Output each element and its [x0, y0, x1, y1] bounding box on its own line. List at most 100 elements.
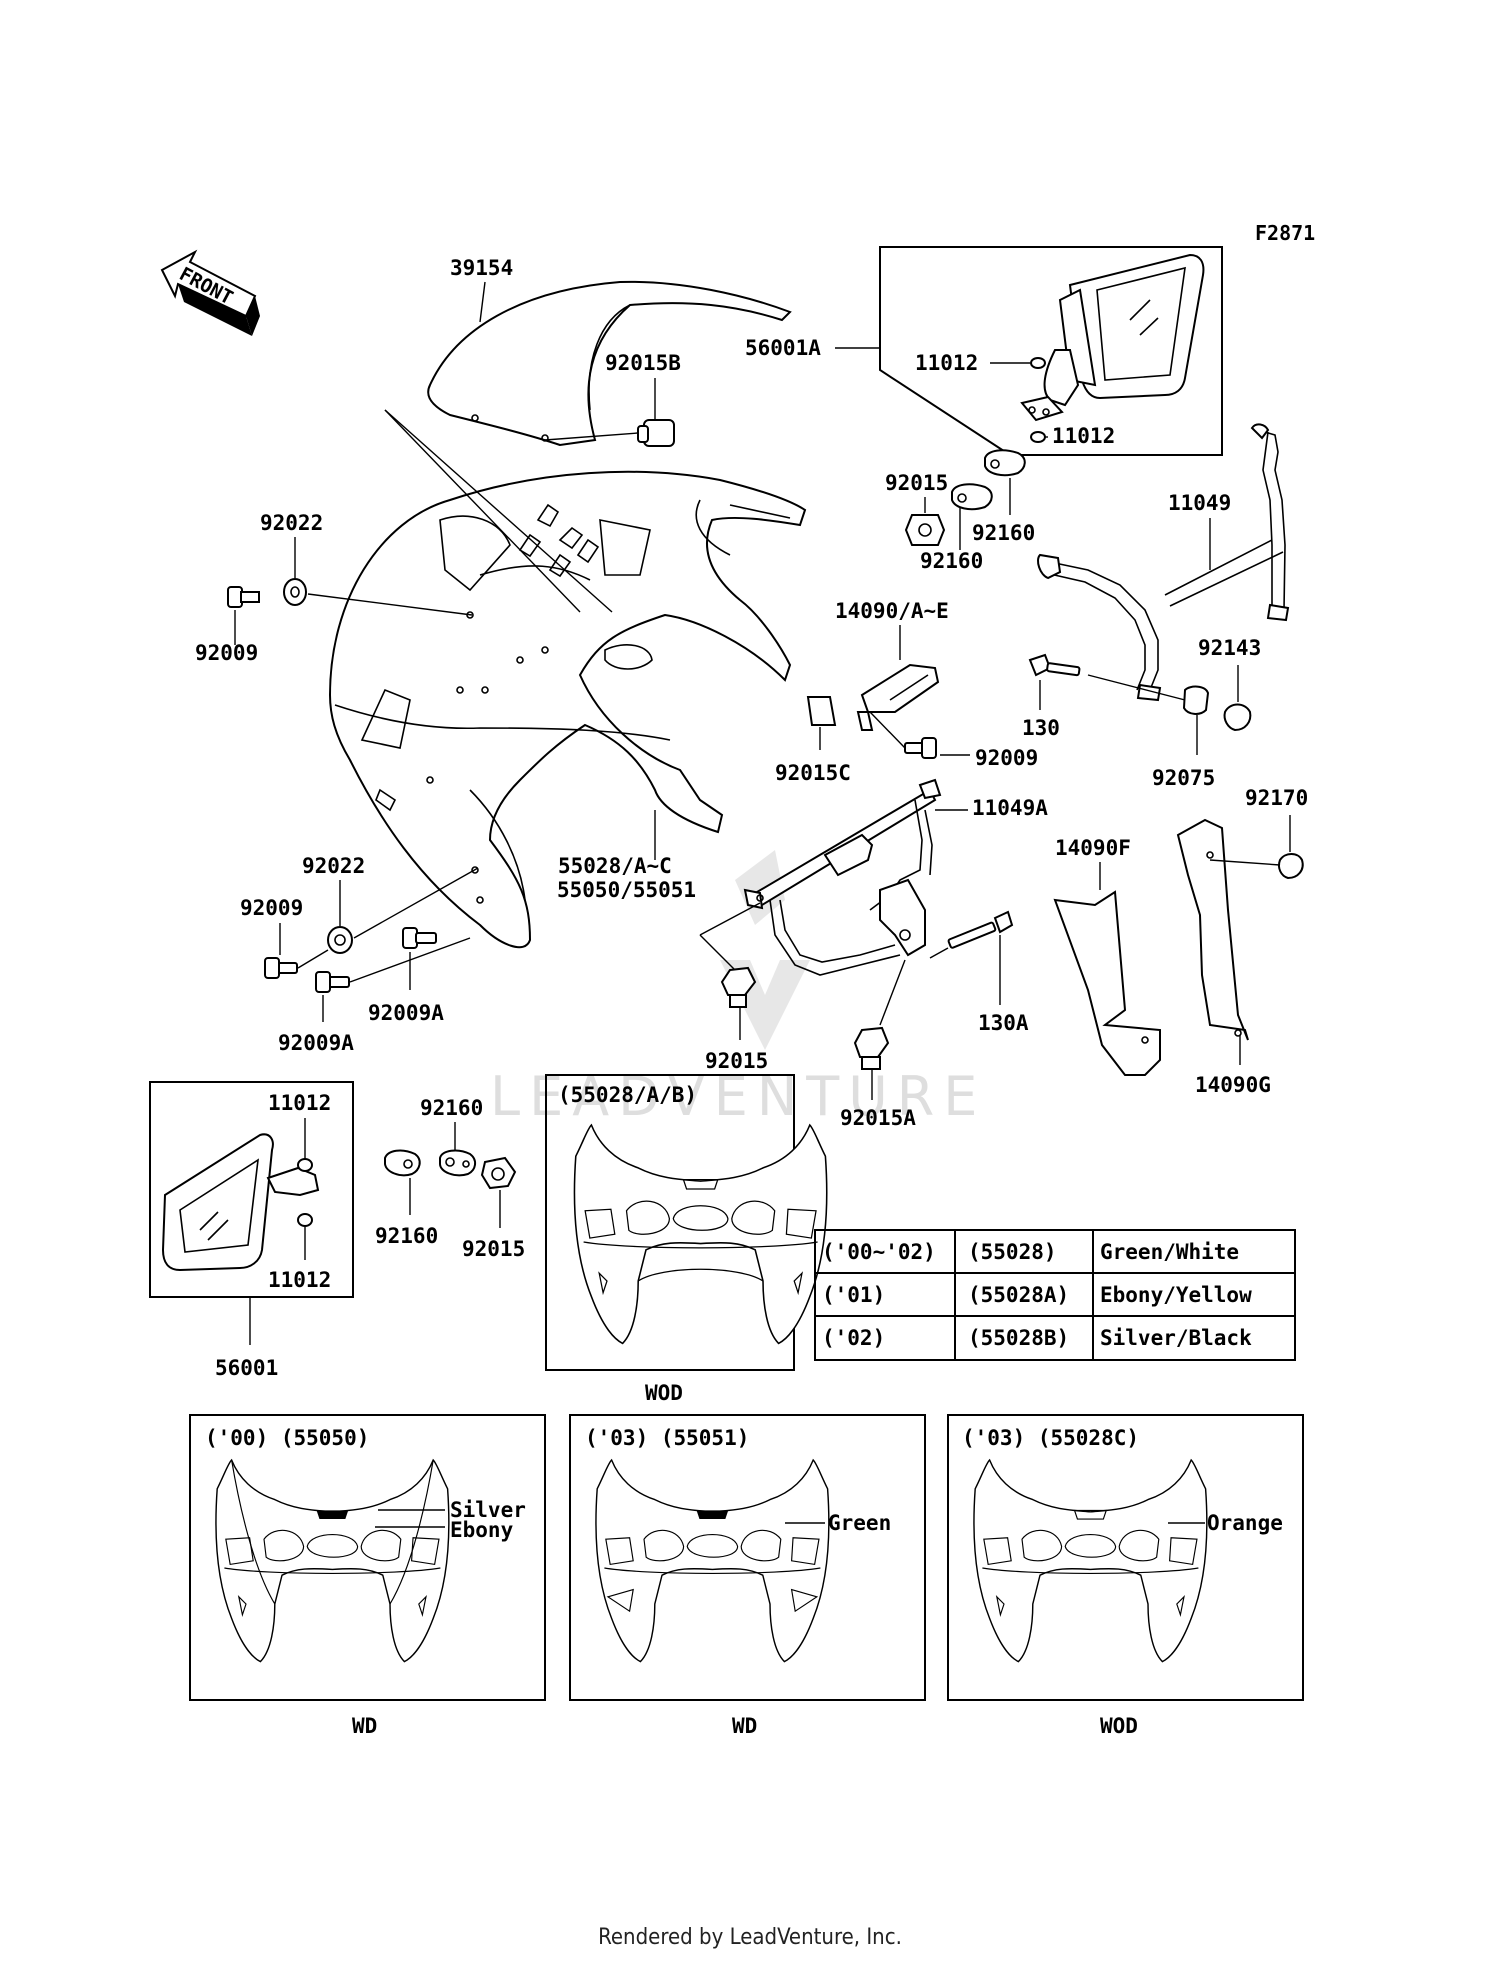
label-92160-left-bottom: 92160 [375, 1224, 438, 1248]
stay-11049A [743, 778, 942, 976]
label-92075: 92075 [1152, 766, 1215, 790]
label-92015A: 92015A [840, 1106, 916, 1130]
variant-55050-color-1: Ebony [450, 1518, 514, 1542]
plate-92160-b [984, 449, 1026, 477]
variant-box-55051 [569, 1414, 926, 1701]
label-92143: 92143 [1198, 636, 1261, 660]
collar-92075 [1182, 685, 1210, 715]
label-92022-upper: 92022 [260, 511, 323, 535]
variant-55028C-title: ('03) (55028C) [962, 1426, 1139, 1450]
label-92015-lower: 92015 [705, 1049, 768, 1073]
cap-11012-bottom [1030, 431, 1046, 443]
variant-55051-title: ('03) (55051) [585, 1426, 749, 1450]
nut-left [480, 1156, 517, 1190]
variant-box-55050 [189, 1414, 546, 1701]
variant-55050-caption: WD [352, 1714, 377, 1738]
label-11012-bottom: 11012 [1052, 424, 1115, 448]
label-11012-left-bottom: 11012 [268, 1268, 331, 1292]
variant-box-55028C [947, 1414, 1304, 1701]
variant-55028-title: (55028/A/B) [558, 1083, 697, 1107]
cap-92170 [1278, 853, 1304, 880]
plate-left-top [439, 1149, 476, 1177]
screw-lower-c [402, 927, 437, 949]
cap-92143 [1223, 703, 1252, 732]
label-14090-A-E: 14090/A~E [835, 599, 949, 623]
figure-id: F2871 [1255, 221, 1315, 245]
label-14090F: 14090F [1055, 836, 1131, 860]
label-92015C: 92015C [775, 761, 851, 785]
variant-55028C-color-0: Orange [1207, 1511, 1283, 1535]
variant-55051-cowl [595, 1458, 830, 1663]
cap-left-top [297, 1158, 313, 1172]
label-55050: 55050/55051 [557, 878, 696, 902]
footer-credit: Rendered by LeadVenture, Inc. [598, 1925, 902, 1950]
color-table [814, 1229, 1296, 1361]
label-55028: 55028/A~C [558, 854, 672, 878]
color-table-color-2: Silver/Black [1100, 1326, 1252, 1350]
label-39154: 39154 [450, 256, 513, 280]
nut-upper [904, 514, 946, 546]
label-92160-left-top: 92160 [420, 1096, 483, 1120]
cover-14090F [1053, 890, 1161, 1076]
nut-lower-a [853, 1026, 890, 1070]
label-11049A: 11049A [972, 796, 1048, 820]
label-92009A-left: 92009A [278, 1031, 354, 1055]
label-92009A-right: 92009A [368, 1001, 444, 1025]
cap-11012-top [1030, 357, 1046, 369]
bolt-130 [1028, 653, 1081, 677]
mirror-right [1020, 253, 1205, 422]
label-92009-mid: 92009 [975, 746, 1038, 770]
color-table-part-0: (55028) [968, 1240, 1057, 1264]
color-table-color-1: Ebony/Yellow [1100, 1283, 1252, 1307]
mirror-left [161, 1133, 320, 1272]
windshield [427, 280, 792, 447]
screw-92009-mid [904, 737, 937, 759]
color-table-year-0: ('00~'02) [822, 1240, 936, 1264]
plate-left-bottom [384, 1149, 421, 1177]
label-92015-left: 92015 [462, 1237, 525, 1261]
label-14090G: 14090G [1195, 1073, 1271, 1097]
label-130: 130 [1022, 716, 1060, 740]
variant-55028C-caption: WOD [1100, 1714, 1138, 1738]
upper-cowl [328, 470, 807, 949]
screw-upper-left [227, 586, 260, 608]
windshield-nut [637, 419, 675, 447]
mirror-box-left [149, 1081, 354, 1298]
variant-55028C-cowl [973, 1458, 1208, 1663]
color-table-year-1: ('01) [822, 1283, 885, 1307]
variant-55050-color-0: Silver [450, 1498, 526, 1522]
label-92160-a: 92160 [920, 549, 983, 573]
label-92160-b: 92160 [972, 521, 1035, 545]
color-table-part-1: (55028A) [968, 1283, 1069, 1307]
label-11012-left-top: 11012 [268, 1091, 331, 1115]
label-92022-lower: 92022 [302, 854, 365, 878]
screw-lower-b [315, 971, 350, 993]
variant-55050-cowl [215, 1458, 450, 1663]
mirror-box-right [879, 246, 1223, 456]
label-92009-lower: 92009 [240, 896, 303, 920]
label-92009-upper: 92009 [195, 641, 258, 665]
variant-55051-color-0: Green [828, 1511, 891, 1535]
color-table-part-2: (55028B) [968, 1326, 1069, 1350]
variant-55051-caption: WD [732, 1714, 757, 1738]
cover-14090G [1176, 818, 1249, 1041]
variant-55028-cowl [573, 1123, 828, 1345]
label-11049: 11049 [1168, 491, 1231, 515]
grommet-upper [283, 578, 307, 606]
label-92170: 92170 [1245, 786, 1308, 810]
stay-11049 [1037, 423, 1290, 702]
label-11012-top: 11012 [915, 351, 978, 375]
bracket-upper [856, 663, 940, 731]
grommet-lower [327, 926, 353, 954]
variant-55028-caption: WOD [645, 1381, 683, 1405]
label-130A: 130A [978, 1011, 1029, 1035]
cap-left-bottom [297, 1213, 313, 1227]
screw-lower-a [264, 957, 298, 979]
plate-92160-a [951, 483, 993, 511]
label-56001: 56001 [215, 1356, 278, 1380]
label-92015-upper: 92015 [885, 471, 948, 495]
color-table-year-2: ('02) [822, 1326, 885, 1350]
bolt-130A [947, 910, 1014, 949]
front-arrow-icon: FRONT [160, 249, 260, 336]
